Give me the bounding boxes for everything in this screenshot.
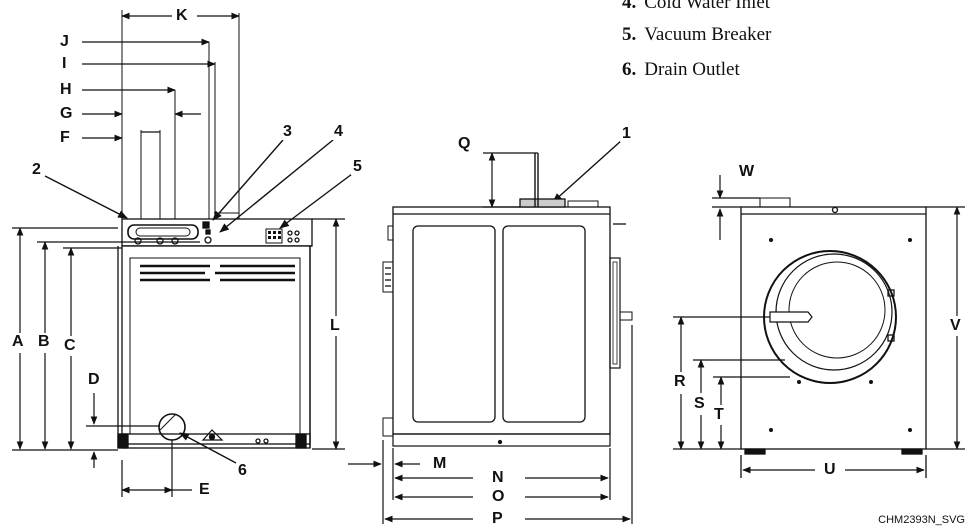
callout-6: 6 xyxy=(236,462,249,479)
dim-label-p: P xyxy=(490,510,505,527)
callout-5: 5 xyxy=(351,158,364,175)
dim-label-c: C xyxy=(62,337,78,354)
dim-label-j: J xyxy=(58,33,71,50)
rear-dimension-lines xyxy=(12,12,345,497)
dim-label-w: W xyxy=(737,163,757,180)
callout-2: 2 xyxy=(30,161,43,178)
dim-label-e: E xyxy=(197,481,212,498)
legend-item-4: 4.Cold Water Inlet xyxy=(622,0,771,13)
dim-label-d: D xyxy=(86,371,102,388)
legend-item-5: 5.Vacuum Breaker xyxy=(622,24,772,45)
callout-4: 4 xyxy=(332,123,345,140)
drawing-code: CHM2393N_SVG xyxy=(878,514,965,526)
dim-label-v: V xyxy=(948,317,963,334)
callout-3: 3 xyxy=(281,123,294,140)
dim-label-n: N xyxy=(490,469,506,486)
dim-label-g: G xyxy=(58,105,75,122)
dim-label-a: A xyxy=(10,333,26,350)
dim-label-f: F xyxy=(58,129,72,146)
side-dimension-lines xyxy=(348,152,633,524)
dim-label-m: M xyxy=(431,455,449,472)
front-dimension-lines xyxy=(673,175,965,474)
rear-view xyxy=(117,10,313,449)
dim-label-i: I xyxy=(60,55,69,72)
dim-label-u: U xyxy=(822,461,838,478)
legend-item-6: 6.Drain Outlet xyxy=(622,59,740,80)
callout-1: 1 xyxy=(620,125,633,142)
dim-label-l: L xyxy=(328,317,342,334)
dim-label-o: O xyxy=(490,488,507,505)
dim-label-t: T xyxy=(712,406,726,423)
side-view xyxy=(382,153,633,447)
dim-label-h: H xyxy=(58,81,74,98)
dim-label-b: B xyxy=(36,333,52,350)
dim-label-s: S xyxy=(692,395,707,412)
dim-label-r: R xyxy=(672,373,688,390)
dim-label-q: Q xyxy=(456,135,473,152)
dim-label-k: K xyxy=(174,7,190,24)
front-view xyxy=(740,197,927,478)
callout-leaders xyxy=(44,139,623,464)
